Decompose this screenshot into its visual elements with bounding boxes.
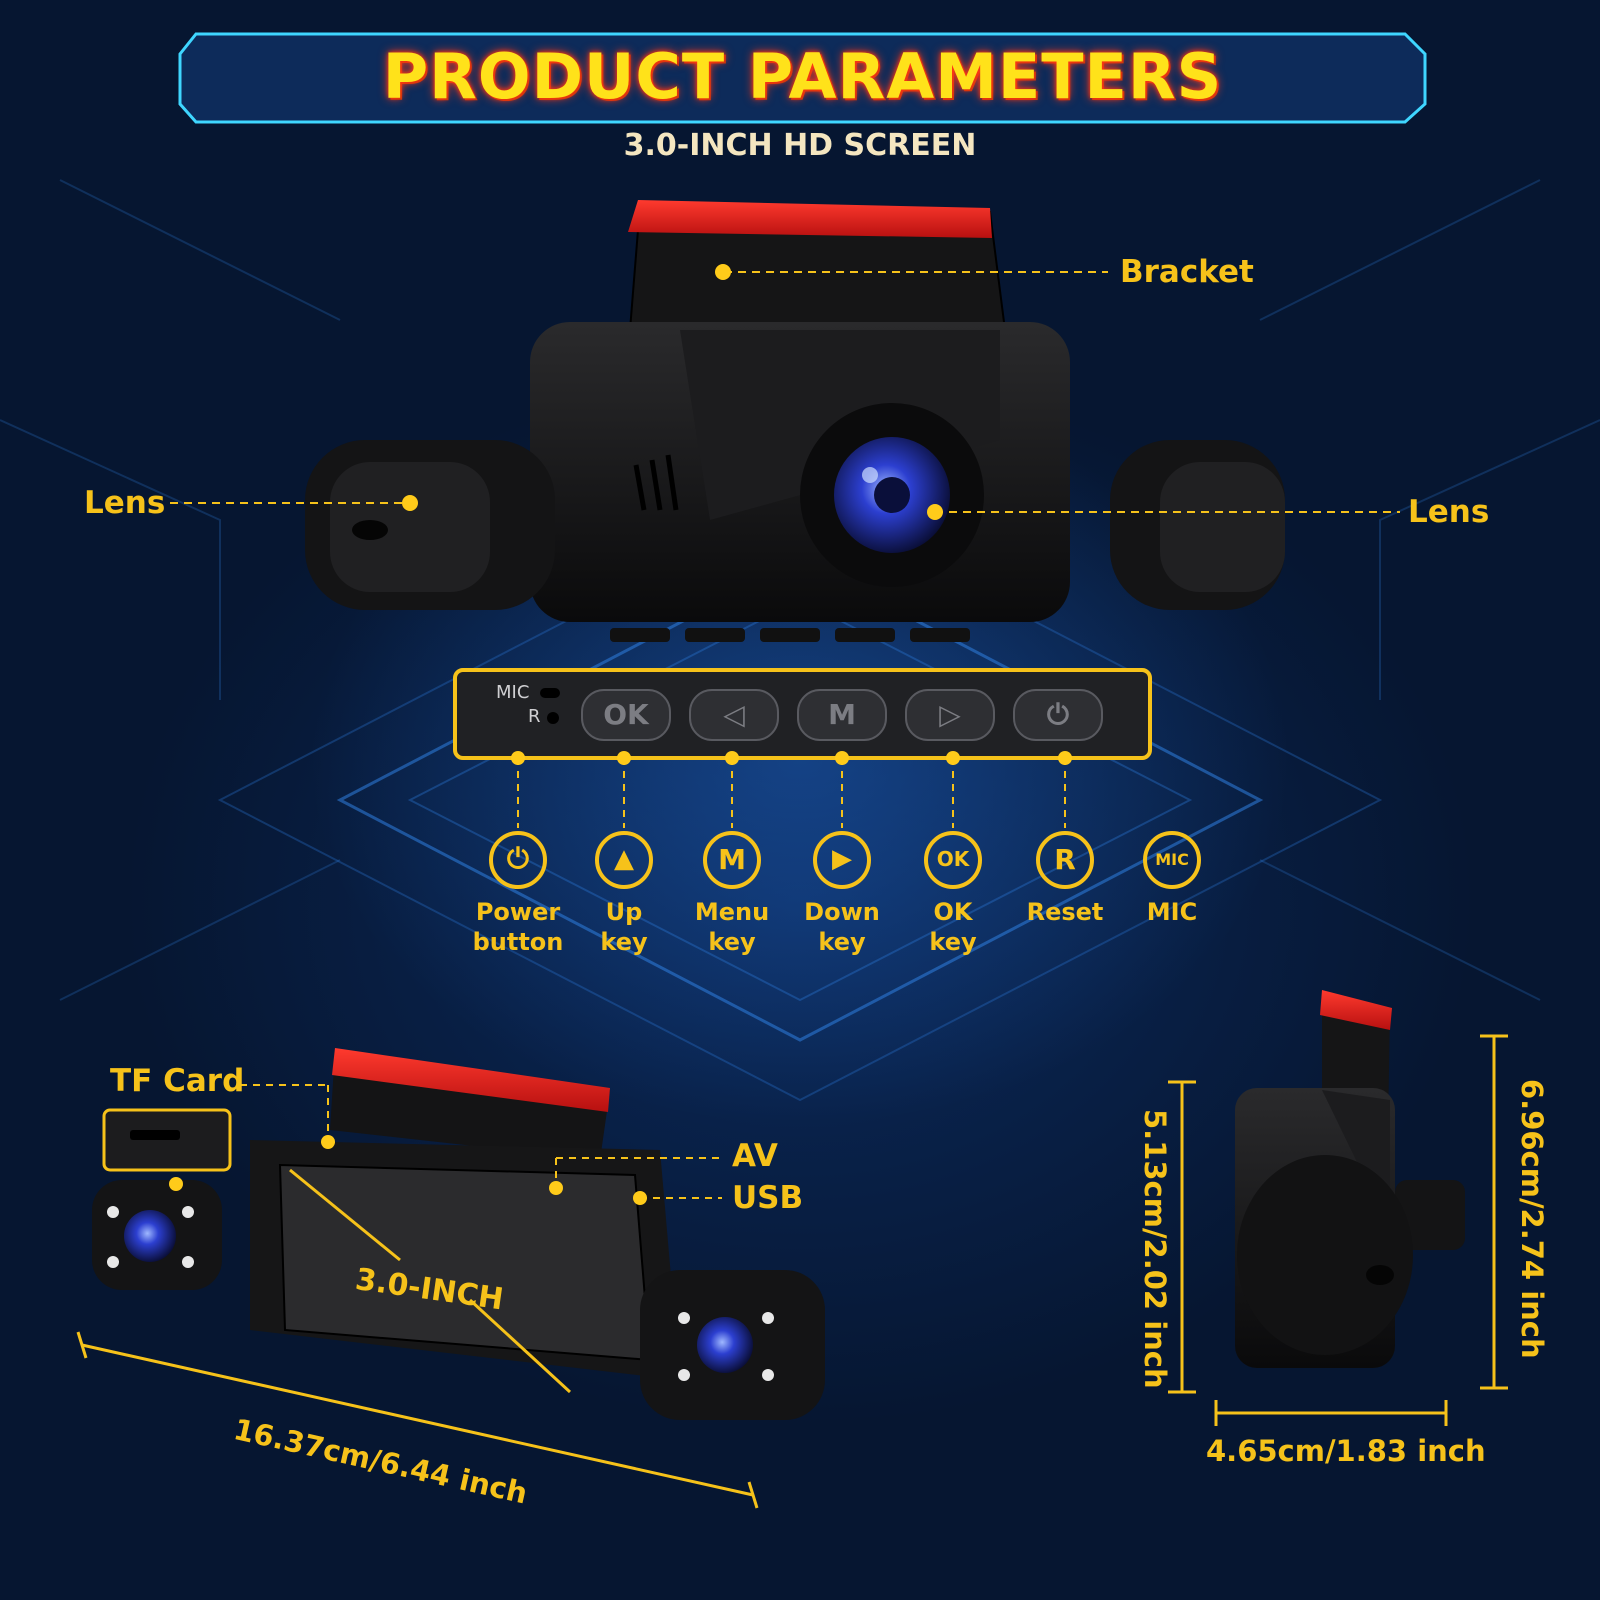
up-triangle-icon: ▲: [614, 844, 634, 874]
total-height-dimension-label: 6.96cm/2.74 inch: [1515, 1079, 1549, 1359]
lens-left-label: Lens: [84, 485, 166, 521]
key-connector-lines: [517, 758, 1066, 828]
tf-card-label: TF Card: [110, 1063, 245, 1099]
mic-icon: MIC: [1155, 850, 1189, 869]
menu-m-icon: M: [718, 843, 746, 876]
button-panel-illustration: [453, 668, 1152, 760]
depth-dimension-label: 4.65cm/1.83 inch: [1206, 1434, 1486, 1468]
ok-icon: OK: [936, 847, 970, 871]
key-label-reset: Reset: [1026, 898, 1104, 926]
key-icon-circles: [489, 831, 1201, 889]
panel-ok-button: OK: [603, 698, 649, 731]
key-label-mic: MIC: [1146, 898, 1198, 926]
lens-right-label: Lens: [1408, 494, 1490, 530]
title-banner: [178, 32, 1427, 124]
lens-right-callout-dot: [927, 504, 943, 520]
panel-mic-label: MIC: [496, 682, 530, 703]
power-icon: ⏻: [506, 842, 530, 875]
page-subtitle: 3.0-INCH HD SCREEN: [623, 128, 977, 163]
bracket-callout-dot: [715, 264, 731, 280]
reset-r-icon: R: [1054, 843, 1076, 876]
panel-reset-label: R: [528, 706, 541, 727]
length-dimension-line: [76, 1331, 759, 1509]
panel-up-button: ◁: [723, 698, 745, 731]
av-label: AV: [732, 1138, 778, 1174]
lens-left-callout-dot: [402, 495, 418, 511]
callout-lines-top: [170, 271, 1400, 513]
usb-callout-dot: [633, 1191, 647, 1205]
play-icon: ▶: [832, 844, 852, 874]
av-callout-dot: [549, 1181, 563, 1195]
panel-down-button: ▷: [939, 698, 961, 731]
body-height-dimension-label: 5.13cm/2.02 inch: [1138, 1109, 1172, 1389]
panel-menu-button: M: [828, 698, 856, 731]
side-camera-illustration: [1235, 990, 1465, 1368]
bracket-label: Bracket: [1120, 254, 1254, 290]
page-title: PRODUCT PARAMETERS: [382, 39, 1223, 113]
top-camera-illustration: [305, 200, 1285, 642]
panel-power-button: ⏻: [1046, 698, 1070, 731]
usb-label: USB: [732, 1180, 804, 1216]
tf-card-callout-dot: [321, 1135, 335, 1149]
front-camera-illustration: [92, 1048, 825, 1420]
